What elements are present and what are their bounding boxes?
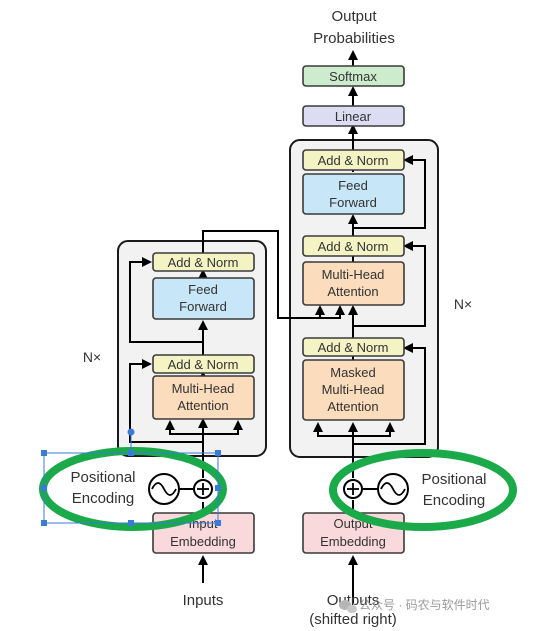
encoder-feed-forward: Feed Forward [152, 277, 255, 320]
feed-forward-label-line2: Forward [329, 195, 377, 210]
resize-handle[interactable] [215, 485, 221, 491]
add-norm-label: Add & Norm [318, 340, 389, 355]
softmax-label: Softmax [329, 69, 377, 84]
decoder-cross-attention: Multi-Head Attention [302, 261, 405, 306]
positional-encoding-label-line1: Positional [421, 471, 486, 488]
input-embedding-label-line2: Embedding [170, 534, 236, 549]
resize-handle[interactable] [215, 450, 221, 456]
feed-forward-label-line1: Feed [338, 178, 368, 193]
encoder-nx-label: N× [83, 349, 101, 365]
resize-handle[interactable] [128, 450, 134, 456]
output-embedding-label-line2: Embedding [320, 534, 386, 549]
decoder-add-norm-1: Add & Norm [302, 337, 405, 357]
resize-handle[interactable] [128, 520, 134, 526]
add-norm-label: Add & Norm [318, 239, 389, 254]
add-circle-icon [343, 479, 363, 499]
feed-forward-label-line2: Forward [179, 299, 227, 314]
encoder-add-norm-1: Add & Norm [152, 354, 255, 374]
decoder-feed-forward: Feed Forward [302, 173, 405, 215]
add-norm-label: Add & Norm [168, 255, 239, 270]
attention-label-line1: Multi-Head [172, 381, 235, 396]
decoder-nx-label: N× [454, 296, 472, 312]
watermark: 公众号 · 码农与软件时代 [339, 598, 490, 613]
encoder-multi-head-attention: Multi-Head Attention [152, 375, 255, 420]
resize-handle[interactable] [41, 485, 47, 491]
positional-encoding-label-line2: Encoding [72, 490, 135, 507]
add-norm-label: Add & Norm [168, 357, 239, 372]
add-circle-icon [193, 479, 213, 499]
watermark-text: 公众号 · 码农与软件时代 [359, 598, 490, 612]
encoder-positional-encoding: Positional Encoding [70, 469, 213, 507]
attention-label-line2: Attention [177, 398, 228, 413]
attention-label-line2: Attention [327, 284, 378, 299]
resize-handle[interactable] [215, 520, 221, 526]
decoder-add-norm-3: Add & Norm [302, 149, 405, 171]
decoder-positional-encoding: Positional Encoding [343, 471, 487, 509]
encoder-stack [117, 240, 267, 457]
sine-wave-icon [377, 473, 409, 505]
positional-encoding-label-line1: Positional [70, 469, 135, 486]
feed-forward-label-line1: Feed [188, 282, 218, 297]
wechat-icon [339, 600, 357, 613]
output-embedding-block: Output Embedding [302, 512, 405, 554]
add-norm-label: Add & Norm [318, 153, 389, 168]
softmax-block: Softmax [302, 65, 405, 87]
inputs-label: Inputs [183, 592, 224, 609]
decoder-masked-attention: Masked Multi-Head Attention [302, 359, 405, 421]
encoder-add-norm-2: Add & Norm [152, 252, 255, 272]
rotate-handle[interactable] [127, 428, 135, 436]
decoder-add-norm-2: Add & Norm [302, 235, 405, 257]
resize-handle[interactable] [41, 450, 47, 456]
masked-attention-label-line3: Attention [327, 399, 378, 414]
outputs-label-line2: (shifted right) [309, 611, 397, 628]
linear-block: Linear [302, 105, 405, 127]
attention-label-line1: Multi-Head [322, 267, 385, 282]
positional-encoding-label-line2: Encoding [423, 492, 486, 509]
masked-attention-label-line2: Multi-Head [322, 382, 385, 397]
sine-wave-icon [148, 473, 180, 505]
input-embedding-block: Input Embedding [152, 512, 255, 554]
output-probabilities-label-line1: Output [331, 8, 377, 25]
output-probabilities-label-line2: Probabilities [313, 30, 395, 47]
highlight-ellipse-right [329, 449, 517, 531]
masked-attention-label-line1: Masked [330, 365, 376, 380]
selection-frame[interactable] [41, 428, 221, 527]
resize-handle[interactable] [41, 520, 47, 526]
linear-label: Linear [335, 109, 372, 124]
